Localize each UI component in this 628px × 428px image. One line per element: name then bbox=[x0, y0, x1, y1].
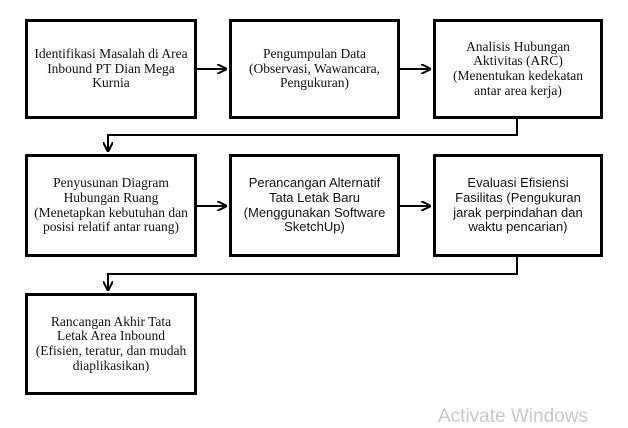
step-perancangan-alternatif: Perancangan Alternatif Tata Letak Baru (… bbox=[229, 154, 400, 257]
step-pengumpulan-data: Pengumpulan Data (Observasi, Wawancara, … bbox=[229, 19, 400, 119]
step-evaluasi-efisiensi: Evaluasi Efisiensi Fasilitas (Pengukuran… bbox=[433, 154, 603, 257]
step-1-text: Identifikasi Masalah di Area Inbound PT … bbox=[34, 46, 188, 91]
activate-windows-watermark: Activate Windows bbox=[438, 406, 588, 427]
step-3-text: Analisis Hubungan Aktivitas (ARC) (Menen… bbox=[452, 38, 584, 98]
step-rancangan-akhir: Rancangan Akhir Tata Letak Area Inbound … bbox=[25, 293, 197, 395]
step-5-text: Perancangan Alternatif Tata Letak Baru (… bbox=[243, 175, 386, 235]
arrow-3-to-4 bbox=[108, 119, 518, 151]
step-4-text: Penyusunan Diagram Hubungan Ruang (Menet… bbox=[34, 175, 188, 235]
step-identifikasi-masalah: Identifikasi Masalah di Area Inbound PT … bbox=[25, 19, 197, 119]
step-analisis-arc: Analisis Hubungan Aktivitas (ARC) (Menen… bbox=[433, 19, 603, 119]
step-6-text: Evaluasi Efisiensi Fasilitas (Pengukuran… bbox=[453, 175, 583, 235]
step-7-text: Rancangan Akhir Tata Letak Area Inbound … bbox=[35, 313, 187, 373]
arrow-6-to-7 bbox=[108, 256, 518, 290]
step-penyusunan-diagram: Penyusunan Diagram Hubungan Ruang (Menet… bbox=[25, 154, 197, 257]
step-2-text: Pengumpulan Data (Observasi, Wawancara, … bbox=[249, 46, 380, 91]
